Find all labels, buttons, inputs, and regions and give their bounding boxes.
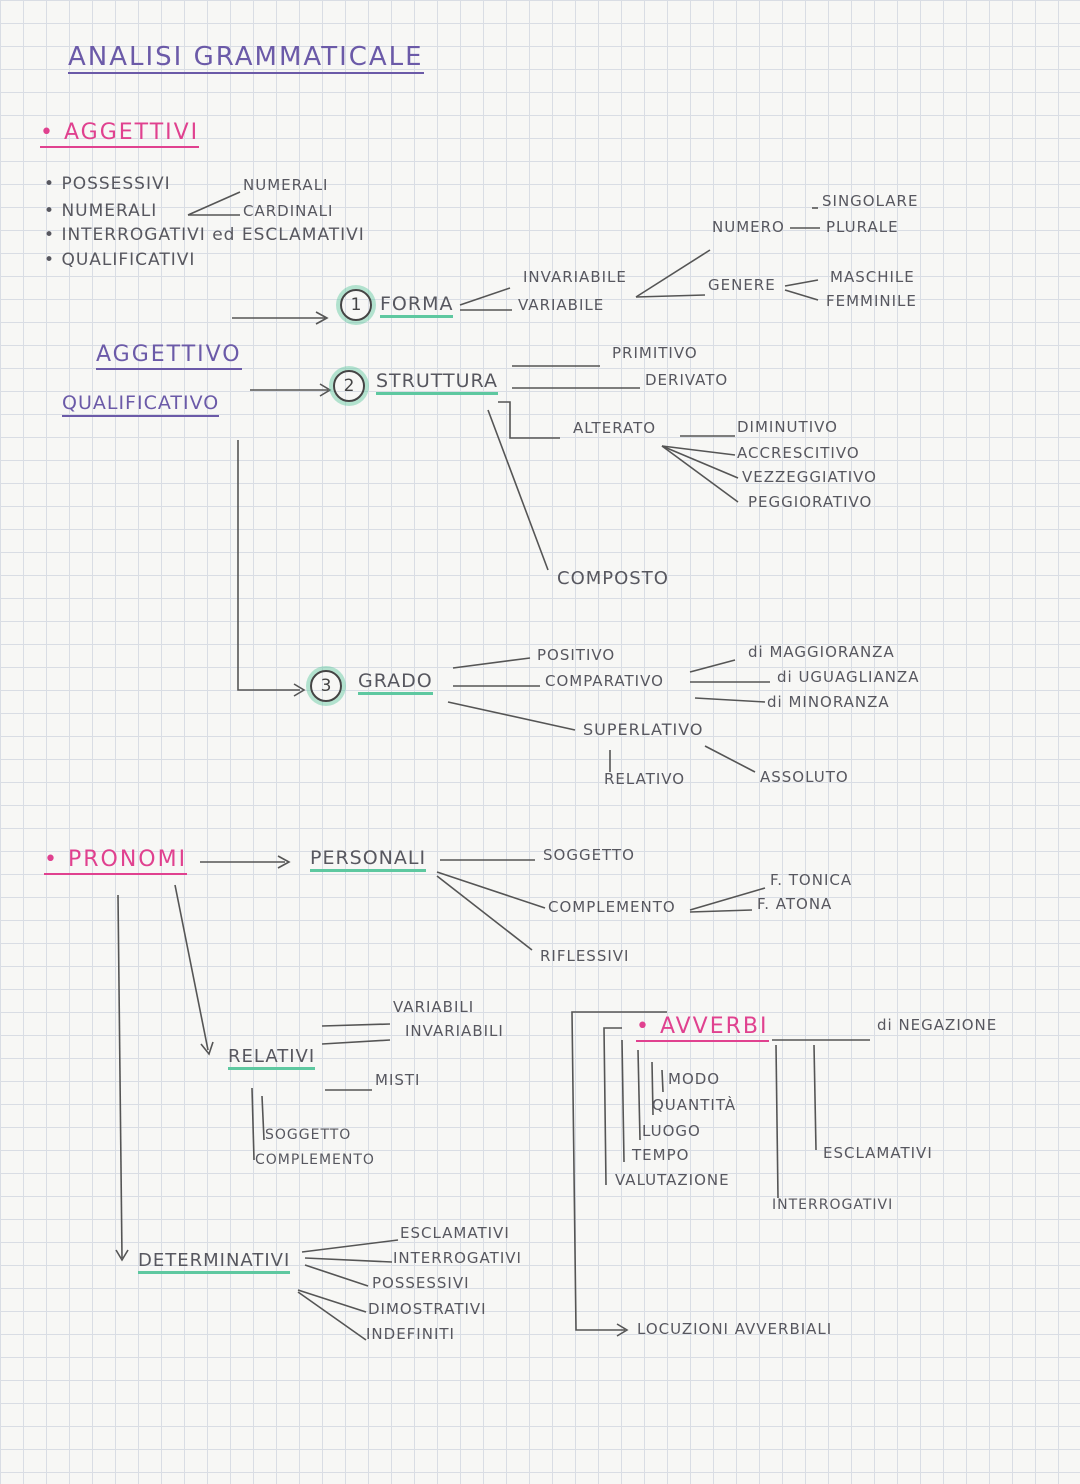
node-label: F. TONICA bbox=[770, 871, 853, 889]
aggettivi-list-item: • POSSESSIVI bbox=[44, 174, 171, 194]
personali-label: PERSONALI bbox=[310, 849, 427, 872]
node-label: VARIABILI bbox=[393, 998, 475, 1016]
node-label: ESCLAMATIVI bbox=[400, 1224, 510, 1242]
node-label: SINGOLARE bbox=[822, 192, 919, 210]
node-label: MODO bbox=[668, 1070, 721, 1088]
node-label: ALTERATO bbox=[573, 419, 657, 437]
node-label: TEMPO bbox=[632, 1146, 690, 1164]
node-label: PRIMITIVO bbox=[612, 344, 698, 362]
node-label: POSITIVO bbox=[537, 646, 616, 664]
forma-label: FORMA bbox=[380, 295, 454, 318]
number-circle: 2 bbox=[333, 370, 365, 402]
qualificativo-label: AGGETTIVO bbox=[96, 344, 242, 370]
node-label: VARIABILE bbox=[518, 296, 605, 314]
determinativi-label: DETERMINATIVI bbox=[138, 1252, 291, 1274]
section-heading-avverbi: • AVVERBI bbox=[636, 1016, 769, 1042]
node-label: di NEGAZIONE bbox=[877, 1016, 998, 1034]
node-label: INTERROGATIVI bbox=[393, 1249, 522, 1267]
node-label: di MINORANZA bbox=[767, 693, 890, 711]
node-label: INVARIABILE bbox=[523, 268, 627, 286]
grado-label: GRADO bbox=[358, 672, 433, 695]
node-label: LOCUZIONI AVVERBIALI bbox=[637, 1320, 833, 1338]
node-label: COMPLEMENTO bbox=[548, 898, 676, 916]
node-label: COMPARATIVO bbox=[545, 672, 664, 690]
aggettivi-list-item: • QUALIFICATIVI bbox=[44, 250, 196, 270]
node-label: ACCRESCITIVO bbox=[737, 444, 860, 462]
node-label: DIMINUTIVO bbox=[737, 418, 838, 436]
node-label: RIFLESSIVI bbox=[540, 947, 630, 965]
section-heading-aggettivi: • AGGETTIVI bbox=[40, 120, 200, 148]
node-label: di MAGGIORANZA bbox=[748, 643, 895, 661]
number-circle: 1 bbox=[340, 289, 372, 321]
node-label: ASSOLUTO bbox=[760, 768, 849, 786]
node-label: SOGGETTO bbox=[543, 846, 635, 864]
numerali-sub: NUMERALI bbox=[243, 176, 329, 194]
node-label: DIMOSTRATIVI bbox=[368, 1300, 487, 1318]
page-title: ANALISI GRAMMATICALE bbox=[68, 42, 424, 74]
aggettivi-list-item: • NUMERALI bbox=[44, 201, 158, 221]
node-label: DERIVATO bbox=[645, 371, 729, 389]
node-label: VEZZEGGIATIVO bbox=[742, 468, 877, 486]
node-label: INDEFINITI bbox=[366, 1325, 455, 1343]
node-label: RELATIVO bbox=[604, 770, 686, 788]
section-heading-pronomi: • PRONOMI bbox=[44, 847, 188, 875]
node-label: ESCLAMATIVI bbox=[823, 1144, 933, 1162]
node-label: INVARIABILI bbox=[405, 1022, 504, 1040]
node-label: SUPERLATIVO bbox=[583, 720, 704, 739]
struttura-label: STRUTTURA bbox=[376, 372, 498, 395]
node-label: INTERROGATIVI bbox=[772, 1197, 894, 1213]
qualificativo-label: QUALIFICATIVO bbox=[62, 394, 220, 417]
node-label: SOGGETTO bbox=[265, 1127, 352, 1143]
node-label: POSSESSIVI bbox=[372, 1274, 470, 1292]
node-label: F. ATONA bbox=[757, 895, 833, 913]
aggettivi-list-item: • INTERROGATIVI ed ESCLAMATIVI bbox=[44, 225, 365, 245]
node-label: COMPLEMENTO bbox=[255, 1152, 375, 1168]
node-label: VALUTAZIONE bbox=[615, 1171, 730, 1189]
node-label: QUANTITÀ bbox=[652, 1096, 737, 1114]
number-circle: 3 bbox=[310, 670, 342, 702]
node-label: PEGGIORATIVO bbox=[748, 493, 873, 511]
node-label: GENERE bbox=[708, 276, 776, 294]
node-label: COMPOSTO bbox=[557, 568, 669, 589]
node-label: MISTI bbox=[375, 1071, 421, 1089]
node-label: MASCHILE bbox=[830, 268, 915, 286]
numerali-sub: CARDINALI bbox=[243, 202, 334, 220]
node-label: LUOGO bbox=[642, 1122, 701, 1140]
relativi-label: RELATIVI bbox=[228, 1048, 316, 1070]
node-label: PLURALE bbox=[826, 218, 899, 236]
node-label: di UGUAGLIANZA bbox=[777, 668, 920, 686]
aggettivi-heading: AGGETTIVI bbox=[63, 120, 200, 145]
node-label: NUMERO bbox=[712, 218, 785, 236]
pronomi-heading: PRONOMI bbox=[67, 847, 188, 872]
node-label: FEMMINILE bbox=[826, 292, 917, 310]
avverbi-heading: AVVERBI bbox=[659, 1014, 769, 1039]
